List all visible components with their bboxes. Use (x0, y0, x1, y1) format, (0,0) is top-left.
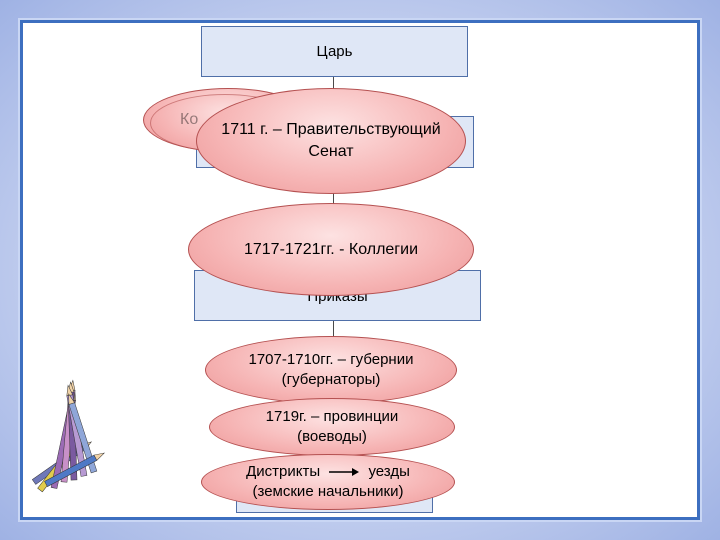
ellipse-gubernii-line1: 1707-1710гг. – губернии (248, 350, 414, 368)
pencils-icon (31, 379, 106, 493)
ellipse-gubernii-line2: (губернаторы) (281, 371, 381, 388)
ellipse-distrikty-line1: Дистрикты уезды (246, 462, 410, 482)
ellipse-provintsii: 1719г. – провинции (воеводы) (209, 398, 455, 456)
ellipse-distrikty-line2: (земские начальники) (252, 483, 404, 500)
arrow-right-icon (329, 467, 360, 476)
ellipse-kollegii: 1717-1721гг. - Коллегии (188, 203, 474, 296)
ellipse-senat-label: 1711 г. – Правительствующий Сенат (221, 121, 441, 160)
ellipse-provintsii-line2: (воеводы) (297, 428, 367, 445)
ellipse-distrikty-left: Дистрикты (246, 462, 321, 480)
box-tsar: Царь (201, 26, 468, 77)
ellipse-provintsii-line1: 1719г. – провинции (265, 407, 399, 425)
ellipse-distrikty: Дистрикты уезды (земские начальники) (201, 454, 455, 510)
ellipse-distrikty-right: уезды (368, 462, 410, 480)
box-tsar-label: Царь (316, 43, 353, 60)
ellipse-senat: 1711 г. – Правительствующий Сенат (196, 88, 466, 194)
ellipse-kollegii-label: 1717-1721гг. - Коллегии (243, 240, 419, 258)
ellipse-gubernii: 1707-1710гг. – губернии (губернаторы) (205, 336, 457, 404)
